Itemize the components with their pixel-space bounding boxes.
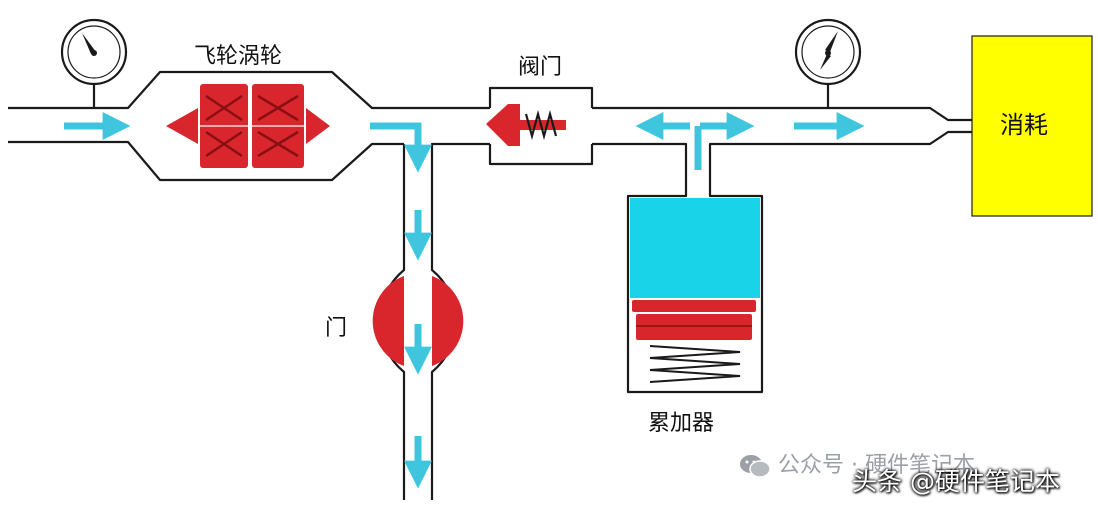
flywheel-turbine bbox=[166, 84, 330, 168]
valve-housing bbox=[488, 86, 594, 166]
consumer-block bbox=[971, 35, 1093, 217]
watermark-public-account-text: 公众号 · 硬件笔记本 bbox=[778, 453, 975, 478]
pipe-bottom-left bbox=[8, 140, 404, 182]
pipe-network bbox=[8, 70, 972, 500]
watermark-public-account: 公众号 · 硬件笔记本 bbox=[738, 452, 975, 480]
flow-arrow-icon bbox=[370, 122, 432, 173]
pipe-top-left bbox=[8, 70, 490, 110]
check-valve bbox=[486, 104, 566, 146]
wechat-icon bbox=[740, 455, 771, 478]
turbine-label: 飞轮涡轮 bbox=[194, 44, 283, 69]
pressure-gauge-icon bbox=[794, 18, 862, 86]
accumulator-label: 累加器 bbox=[648, 411, 715, 436]
pressure-gauge-icon bbox=[60, 18, 128, 86]
door-label: 门 bbox=[325, 316, 348, 341]
consumer-label: 消耗 bbox=[1000, 111, 1048, 139]
pipe-bottom-right bbox=[592, 130, 972, 394]
door-valve bbox=[372, 276, 464, 366]
pipe-top-right bbox=[592, 106, 972, 122]
accumulator bbox=[630, 198, 760, 383]
valve-label: 阀门 bbox=[518, 55, 563, 80]
flow-arrows bbox=[64, 112, 865, 489]
watermark-brand: 头条 @硬件笔记本 bbox=[852, 467, 1060, 496]
